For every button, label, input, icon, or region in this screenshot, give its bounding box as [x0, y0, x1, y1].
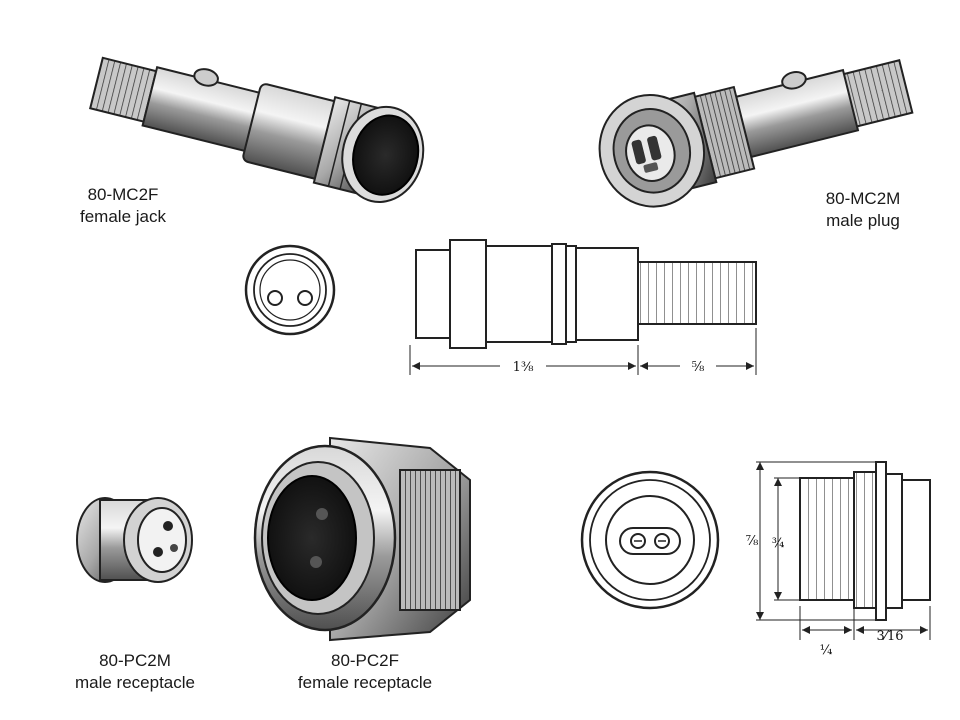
plug-front-view: [244, 244, 336, 336]
plug-side-view: 1⅜ ⅝: [409, 239, 757, 375]
receptacle-outer-height-label: ⅞: [746, 534, 759, 549]
part-number: 80-MC2F: [87, 185, 159, 204]
caption-female-receptacle: 80-PC2F female receptacle: [270, 650, 460, 694]
part-description: male plug: [826, 211, 900, 230]
receptacle-side-view: ⅞ ¾ ¼ 3⁄16: [746, 461, 931, 658]
part-description: female receptacle: [297, 673, 433, 692]
part-description: male receptacle: [74, 673, 195, 692]
receptacle-inner-height-label: ¾: [772, 536, 785, 551]
male-receptacle-illustration: [76, 497, 193, 583]
caption-male-plug: 80-MC2M male plug: [798, 188, 928, 232]
part-number: 80-PC2F: [330, 651, 400, 670]
female-jack-illustration: [88, 56, 425, 203]
receptacle-depth-rear-label: 3⁄16: [877, 629, 904, 644]
receptacle-front-view: [580, 470, 720, 610]
female-receptacle-illustration: [253, 436, 471, 642]
part-number: 80-MC2M: [825, 189, 901, 208]
caption-female-jack: 80-MC2F female jack: [58, 184, 188, 228]
male-plug-illustration: [598, 59, 914, 208]
plug-tail-length-label: ⅝: [692, 360, 705, 375]
receptacle-depth-front-label: ¼: [820, 643, 833, 658]
part-description: female jack: [80, 207, 166, 226]
caption-male-receptacle: 80-PC2M male receptacle: [55, 650, 215, 694]
part-number: 80-PC2M: [99, 651, 171, 670]
plug-body-length-label: 1⅜: [513, 360, 534, 375]
